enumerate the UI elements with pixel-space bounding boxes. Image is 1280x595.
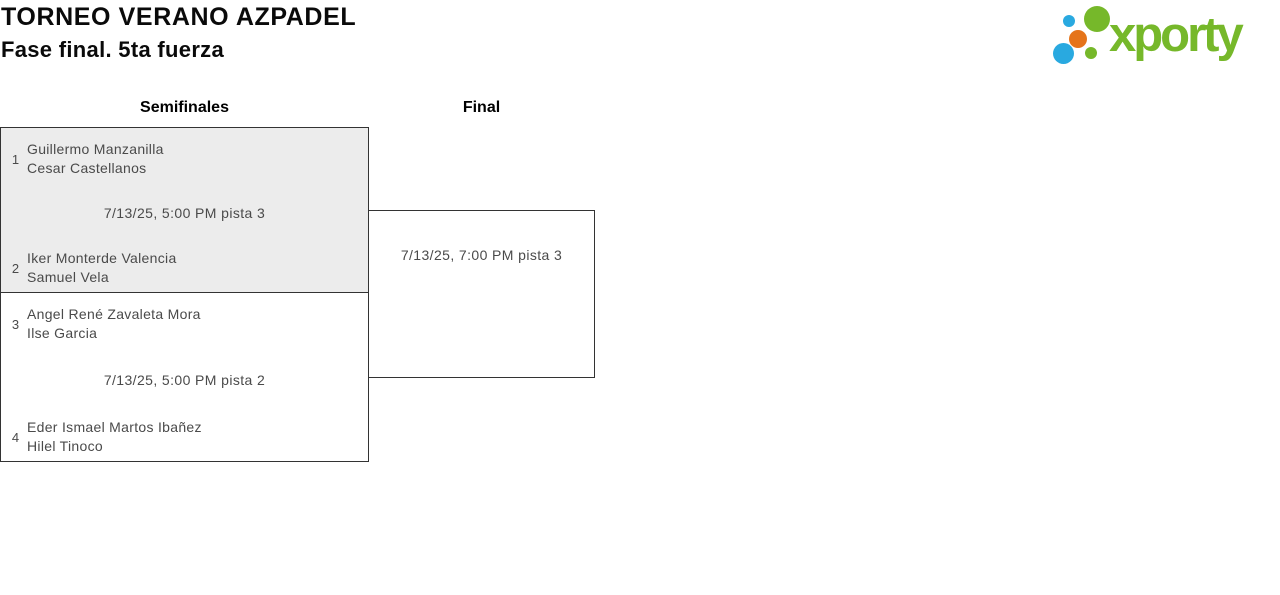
team-seed: 4 [11,429,20,445]
player-name: Ilse Garcia [27,325,98,341]
round-header-final: Final [462,99,501,116]
team-players: Iker Monterde Valencia Samuel Vela [27,249,177,287]
match-schedule: 7/13/25, 5:00 PM pista 3 [103,205,266,221]
xporty-logo[interactable]: xporty [1048,0,1278,72]
logo-dot-blue-small [1063,15,1075,27]
logo-dot-green-large [1084,6,1110,32]
team-seed: 2 [11,260,20,276]
team: 2 Iker Monterde Valencia Samuel Vela [1,249,368,287]
round-header-semifinales: Semifinales [140,99,229,116]
team-players: Angel René Zavaleta Mora Ilse Garcia [27,305,201,343]
player-name: Iker Monterde Valencia [27,250,177,266]
match-final[interactable]: 7/13/25, 7:00 PM pista 3 [368,210,595,378]
player-name: Samuel Vela [27,269,109,285]
player-name: Eder Ismael Martos Ibañez [27,419,202,435]
match-semifinal-2[interactable]: 3 Angel René Zavaleta Mora Ilse Garcia 7… [0,292,369,462]
player-name: Angel René Zavaleta Mora [27,306,201,322]
team: 4 Eder Ismael Martos Ibañez Hilel Tinoco [1,418,368,456]
page-subtitle: Fase final. 5ta fuerza [1,37,225,62]
player-name: Cesar Castellanos [27,160,147,176]
page-title: TORNEO VERANO AZPADEL [1,3,357,31]
match-semifinal-1[interactable]: 1 Guillermo Manzanilla Cesar Castellanos… [0,127,369,293]
team: 1 Guillermo Manzanilla Cesar Castellanos [1,140,368,178]
xporty-wordmark: xporty [1109,8,1244,62]
team-seed: 3 [11,316,20,332]
logo-dot-orange [1069,30,1087,48]
team-players: Guillermo Manzanilla Cesar Castellanos [27,140,164,178]
logo-dot-blue-large [1053,43,1074,64]
logo-dot-green-small [1085,47,1097,59]
team: 3 Angel René Zavaleta Mora Ilse Garcia [1,305,368,343]
team-players: Eder Ismael Martos Ibañez Hilel Tinoco [27,418,202,456]
match-schedule: 7/13/25, 7:00 PM pista 3 [400,247,563,263]
match-schedule: 7/13/25, 5:00 PM pista 2 [103,372,266,388]
player-name: Hilel Tinoco [27,438,103,454]
team-seed: 1 [11,151,20,167]
player-name: Guillermo Manzanilla [27,141,164,157]
